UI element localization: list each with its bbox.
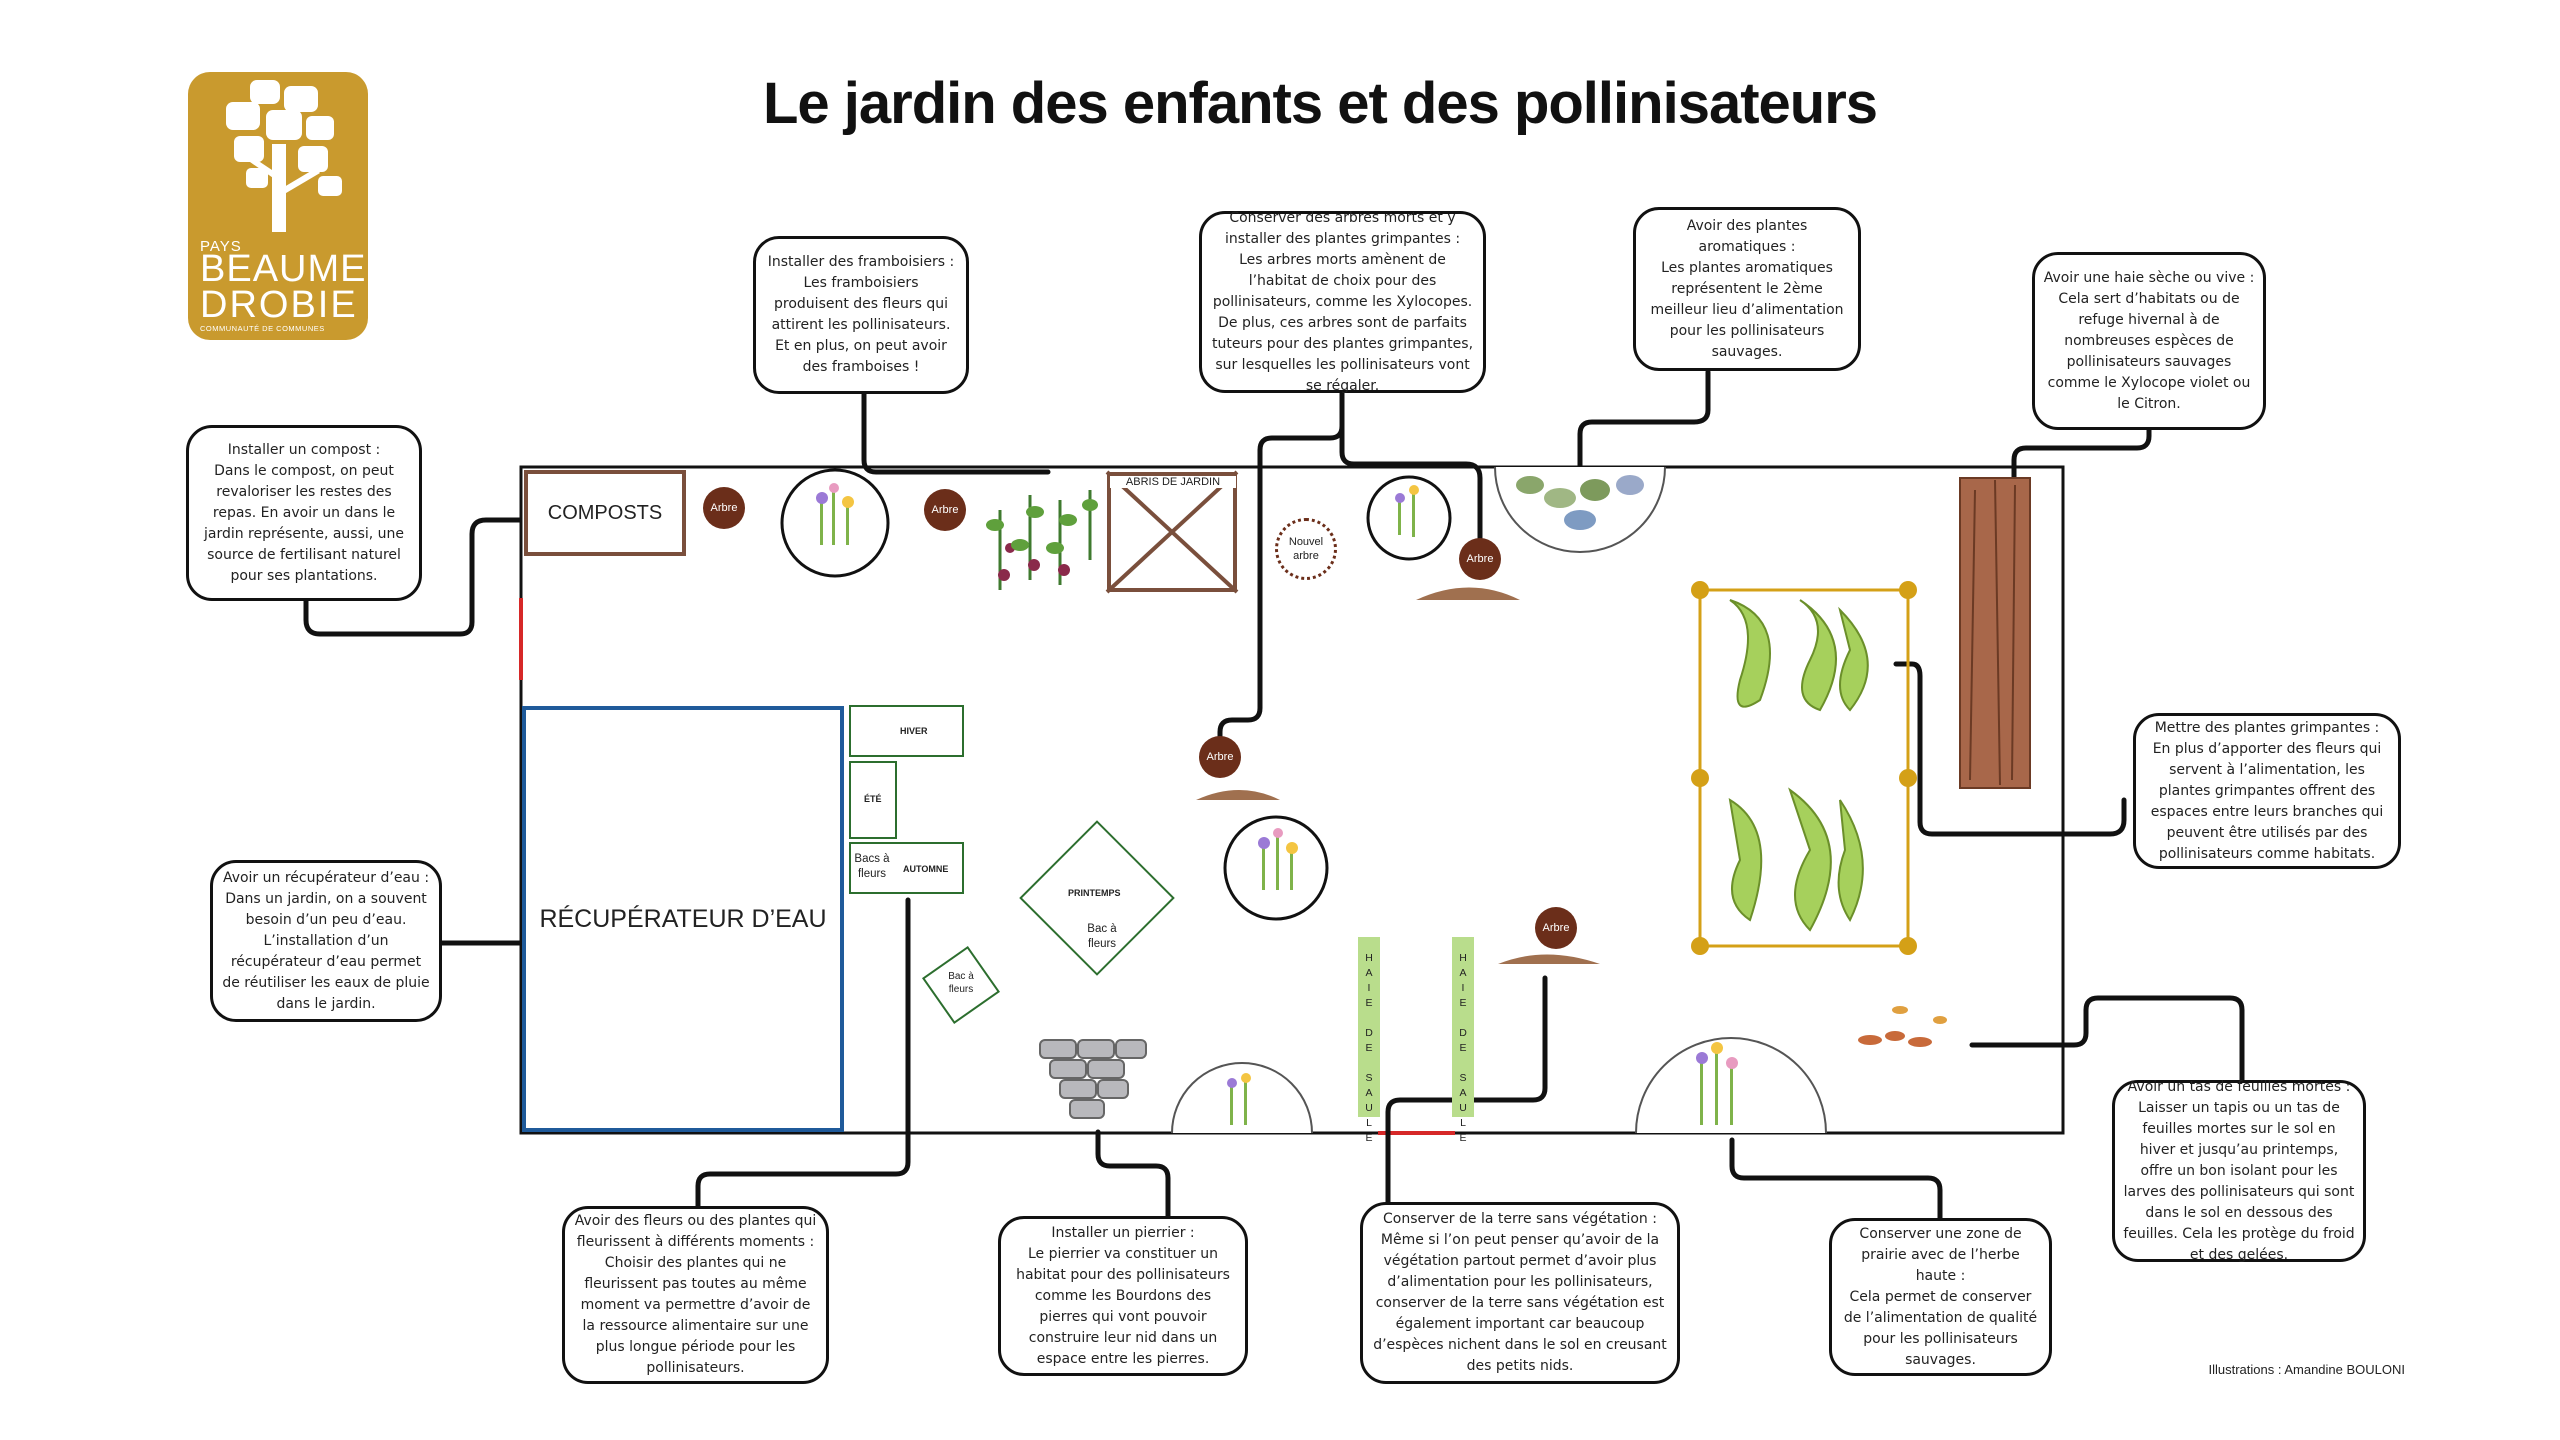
new-tree-marker: Nouvel arbre bbox=[1275, 518, 1337, 580]
connector-lines bbox=[303, 369, 2245, 1225]
bac-automne-label: AUTOMNE bbox=[903, 864, 949, 874]
line-aromatiques bbox=[1577, 369, 1711, 473]
bac-small-label: Bac à fleurs bbox=[948, 971, 974, 995]
tree-marker: Arbre bbox=[1535, 907, 1577, 949]
tree-marker: Arbre bbox=[703, 487, 745, 529]
logo-pays: PAYS bbox=[200, 238, 242, 255]
raspberry-leaves bbox=[986, 499, 1098, 554]
water-collector-box: RÉCUPÉRATEUR D’EAU bbox=[522, 706, 844, 1132]
logo-communaute: COMMUNAUTÉ DE COMMUNES bbox=[200, 324, 325, 333]
bac-printemps-sub: Bac à fleurs bbox=[1087, 923, 1117, 950]
logo-drobie: DROBIE bbox=[200, 284, 358, 326]
raspberry-bushes bbox=[998, 490, 1092, 590]
flower-heads bbox=[816, 483, 1738, 1088]
callout-aromatiques: Avoir des plantes aromatiques : Les plan… bbox=[1633, 207, 1861, 371]
bac-ete bbox=[849, 761, 897, 839]
callout-arbres-morts: Conserver des arbres morts et y installe… bbox=[1199, 210, 1486, 394]
garden-shed bbox=[1107, 472, 1237, 592]
tree-marker: Arbre bbox=[924, 489, 966, 531]
raspberries bbox=[998, 543, 1070, 581]
bac-hiver-label: HIVER bbox=[900, 726, 928, 736]
climbing-plants bbox=[1728, 599, 1869, 932]
bacs-label: Bacs à fleurs bbox=[854, 853, 890, 880]
page-title: Le jardin des enfants et des pollinisate… bbox=[762, 71, 1878, 136]
illustration-credit: Illustrations : Amandine BOULONI bbox=[2208, 1362, 2405, 1377]
trellis bbox=[1691, 581, 1917, 955]
callout-terre: Conserver de la terre sans végétation : … bbox=[1360, 1202, 1680, 1384]
callout-compost: Installer un compost : Dans le compost, … bbox=[186, 425, 422, 601]
logo-beaume: BEAUME bbox=[200, 248, 367, 290]
callout-pierrier: Installer un pierrier : Le pierrier va c… bbox=[998, 1216, 1248, 1376]
bac-printemps-label: PRINTEMPS bbox=[1068, 888, 1121, 898]
dead-tree bbox=[1959, 477, 2031, 789]
bac-automne bbox=[849, 842, 964, 894]
line-haie bbox=[2011, 427, 2152, 481]
compost-box: COMPOSTS bbox=[524, 470, 686, 556]
callout-feuilles: Avoir un tas de feuilles mortes : Laisse… bbox=[2112, 1079, 2366, 1263]
flower-stems bbox=[820, 490, 1733, 1125]
line-compost bbox=[303, 517, 523, 637]
callout-recuperateur: Avoir un récupérateur d’eau : Dans un ja… bbox=[210, 860, 442, 1022]
callout-prairie: Conserver une zone de prairie avec de l’… bbox=[1829, 1218, 2052, 1376]
line-arbres-morts bbox=[1217, 389, 1345, 755]
tree-logo-icon bbox=[226, 80, 342, 232]
line-grimpantes bbox=[1893, 661, 2127, 837]
line-fleurs bbox=[695, 897, 911, 1215]
shed-cross-2 bbox=[1105, 470, 1239, 594]
line-framboisiers bbox=[861, 390, 1051, 475]
willow-hedge: H A I E D E S A U L E bbox=[1358, 937, 1380, 1144]
soil-mounds bbox=[1196, 587, 1600, 964]
tree-marker: Arbre bbox=[1199, 736, 1241, 778]
willow-hedge: H A I E D E S A U L E bbox=[1452, 937, 1474, 1144]
garden-shed-label: ABRIS DE JARDIN bbox=[1110, 476, 1236, 488]
dead-leaves bbox=[1858, 1006, 1947, 1047]
bac-hiver bbox=[849, 705, 964, 757]
line-arbres-morts-2 bbox=[1339, 389, 1483, 545]
line-feuilles bbox=[1969, 995, 2245, 1088]
line-pierrier bbox=[1095, 1129, 1171, 1223]
bac-ete-label: ÉTÉ bbox=[864, 794, 882, 804]
aromatic-herbs bbox=[1516, 475, 1644, 530]
callout-framboisiers: Installer des framboisiers : Les framboi… bbox=[753, 236, 969, 394]
callout-haie: Avoir une haie sèche ou vive : Cela sert… bbox=[2032, 252, 2266, 430]
line-prairie bbox=[1729, 1137, 1943, 1225]
tree-marker: Arbre bbox=[1459, 538, 1501, 580]
logo: PAYS BEAUME DROBIE COMMUNAUTÉ DE COMMUNE… bbox=[188, 72, 368, 340]
stone-pile bbox=[1039, 1039, 1147, 1119]
callout-grimpantes: Mettre des plantes grimpantes : En plus … bbox=[2133, 713, 2401, 869]
callout-fleurs: Avoir des fleurs ou des plantes qui fleu… bbox=[562, 1206, 829, 1384]
